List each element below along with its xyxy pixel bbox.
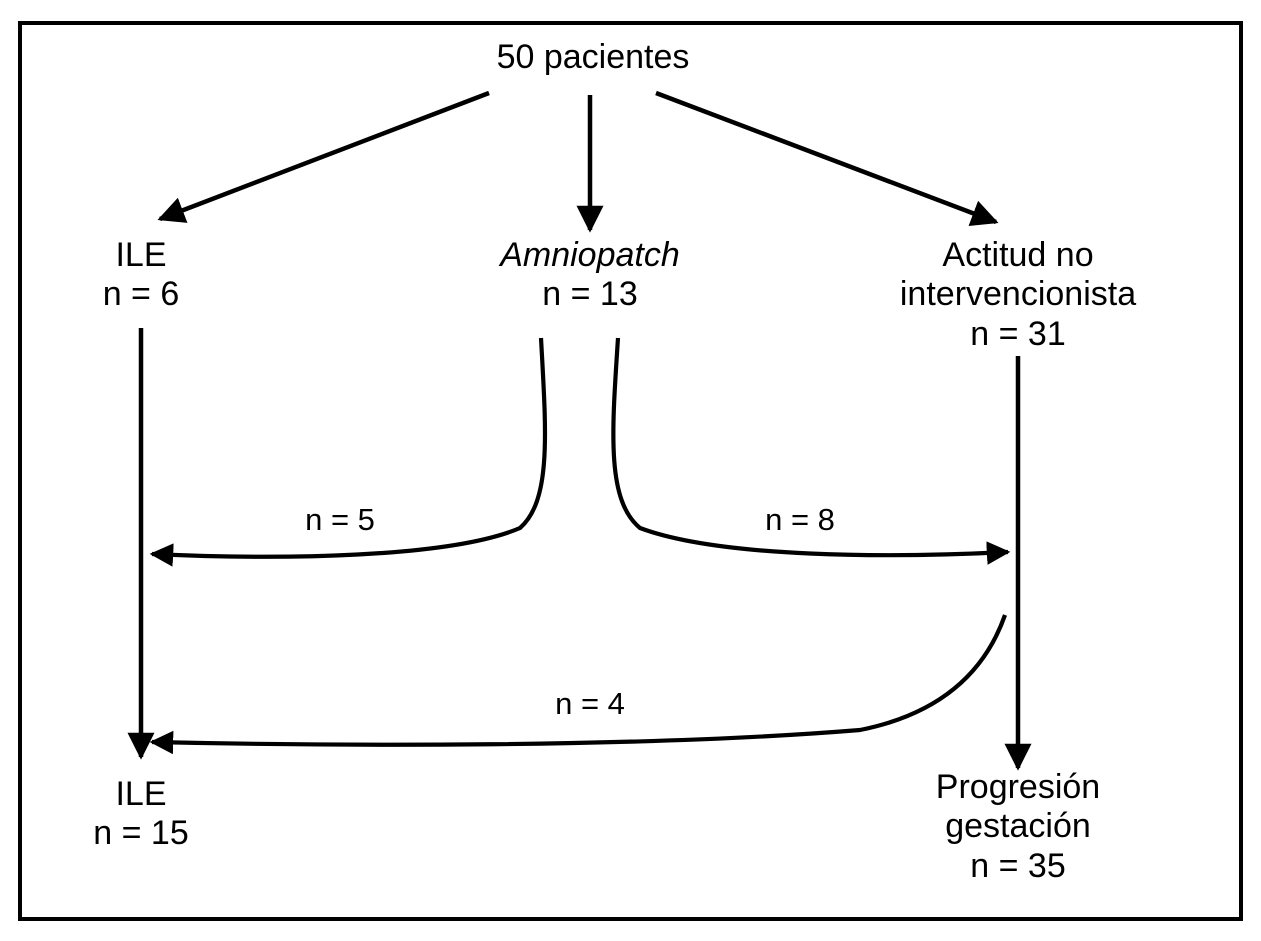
node-actitud-no-intervencionista: Actitud no intervencionista n = 31 — [868, 236, 1168, 354]
node-ile-top: ILE n = 6 — [41, 236, 241, 315]
node-actitud-label-line2: intervencionista — [899, 275, 1137, 314]
node-ile-top-count: n = 6 — [102, 275, 180, 314]
edge-label-amniopatch-to-actitud: n = 8 — [765, 502, 835, 537]
node-actitud-label-line1: Actitud no — [942, 236, 1094, 274]
node-ile-bottom: ILE n = 15 — [41, 775, 241, 854]
node-amniopatch-label: Amniopatch — [500, 236, 680, 274]
node-progresion-label-line1: Progresión — [935, 768, 1101, 806]
node-amniopatch: Amniopatch n = 13 — [455, 236, 725, 315]
node-amniopatch-count: n = 13 — [542, 275, 638, 314]
edge-label-amniopatch-to-ile: n = 5 — [305, 502, 375, 537]
node-root: 50 pacientes — [448, 38, 738, 77]
node-ile-bottom-label: ILE — [115, 775, 167, 813]
node-actitud-count: n = 31 — [970, 314, 1066, 353]
node-root-label: 50 pacientes — [496, 38, 690, 76]
node-progresion-count: n = 35 — [970, 846, 1066, 885]
node-progresion-label-line2: gestación — [945, 807, 1091, 846]
node-ile-top-label: ILE — [115, 236, 167, 274]
edge-label-actitud-to-ile-bottom: n = 4 — [555, 686, 625, 721]
node-ile-bottom-count: n = 15 — [93, 814, 189, 853]
node-progresion-gestacion: Progresión gestación n = 35 — [888, 768, 1148, 886]
